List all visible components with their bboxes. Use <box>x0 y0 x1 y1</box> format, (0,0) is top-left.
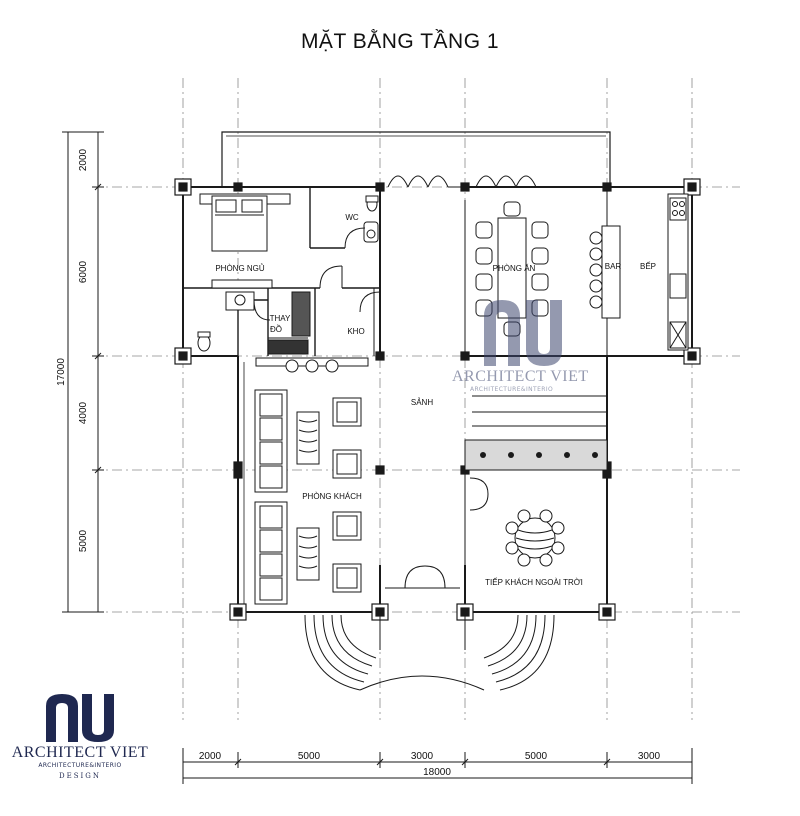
label-hall: SẢNH <box>411 398 433 407</box>
label-wc: WC <box>345 213 359 222</box>
dim-bottom-4: 5000 <box>525 751 548 762</box>
label-living: PHÒNG KHÁCH <box>302 492 362 501</box>
room-labels: PHÒNG NGỦ WC THAY ĐỒ KHO PHÒNG ĂN BAR BẾ… <box>215 213 656 587</box>
outdoor-table <box>505 509 565 567</box>
dim-left-total: 17000 <box>56 358 67 386</box>
changing-room <box>197 288 381 356</box>
watermark-sub: ARCHITECTURE&INTERIO <box>470 386 554 393</box>
logo-mark <box>46 694 114 742</box>
label-bar: BAR <box>605 262 622 271</box>
label-storage: KHO <box>347 327 364 336</box>
living-furniture <box>254 357 369 605</box>
dim-bottom-1: 2000 <box>199 751 222 762</box>
dim-left-2: 6000 <box>78 260 89 283</box>
dim-bottom-5: 3000 <box>638 751 661 762</box>
stair-planter <box>464 395 608 471</box>
label-kitchen: BẾP <box>640 261 656 271</box>
dim-left-3: 4000 <box>78 401 89 424</box>
dim-bottom-2: 5000 <box>298 751 321 762</box>
bedroom-furniture <box>199 193 343 289</box>
brand-logo: ARCHITECT VIET ARCHITECTURE&INTERIO DESI… <box>10 692 148 792</box>
dim-left-4: 5000 <box>78 529 89 552</box>
logo-name: ARCHITECT VIET <box>11 744 149 761</box>
bar-counter <box>589 186 621 319</box>
logo-design: DESIGN <box>59 772 101 780</box>
front-steps <box>304 612 555 691</box>
logo-sub: ARCHITECTURE&INTERIO <box>38 762 122 769</box>
bottom-dimension-lines <box>182 748 693 784</box>
wc-fixtures <box>344 195 379 249</box>
kitchen-counter <box>667 193 689 351</box>
dim-left-1: 2000 <box>78 148 89 171</box>
watermark-mark <box>484 300 562 366</box>
label-changing-1: THAY <box>270 314 291 323</box>
main-doors <box>387 175 548 188</box>
label-changing-2: ĐỒ <box>270 324 282 334</box>
label-outdoor: TIẾP KHÁCH NGOÀI TRỜI <box>485 577 583 587</box>
dim-bottom-total: 18000 <box>423 767 451 778</box>
label-bedroom: PHÒNG NGỦ <box>215 264 265 273</box>
watermark-name: ARCHITECT VIET <box>452 368 589 385</box>
plan-title: MẶT BẰNG TẦNG 1 <box>300 30 500 53</box>
dim-bottom-3: 3000 <box>411 751 434 762</box>
dimension-labels: 2000 6000 4000 5000 17000 2000 5000 3000… <box>56 148 661 778</box>
left-dimension-lines <box>62 131 104 613</box>
label-dining: PHÒNG ĂN <box>493 264 536 273</box>
entrance-doors <box>385 477 489 589</box>
